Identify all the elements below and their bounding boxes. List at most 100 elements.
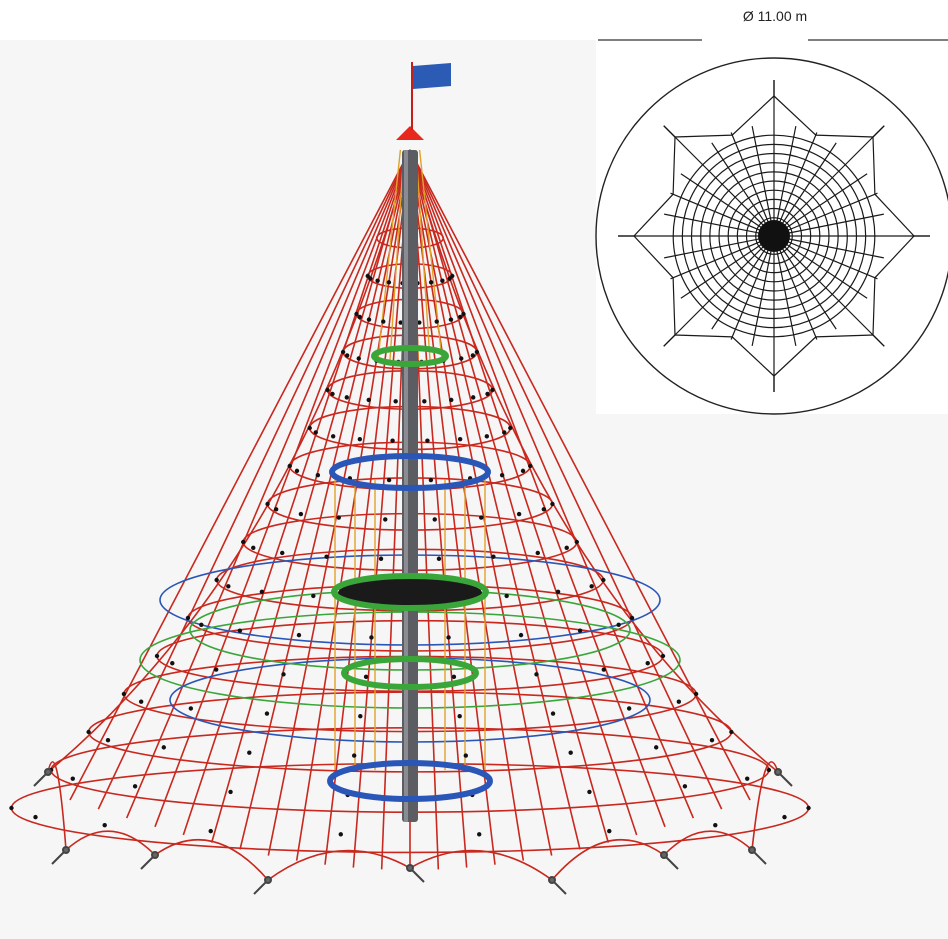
base-scallop-rope [409, 849, 553, 881]
knot [535, 550, 540, 556]
knot [325, 387, 330, 393]
knot [463, 753, 469, 758]
plan-radial [773, 142, 837, 237]
plan-radial [773, 173, 868, 237]
base-scallop-rope [267, 849, 411, 881]
ground-anchors [33, 768, 793, 895]
knot [534, 672, 539, 677]
knot [398, 320, 403, 325]
knot [280, 550, 285, 556]
radial-rope [182, 149, 411, 836]
knot [241, 539, 246, 545]
plan-radial [751, 126, 775, 237]
knot [448, 317, 454, 322]
knot [251, 545, 256, 551]
knot [281, 672, 286, 677]
knot [208, 828, 213, 834]
plan-radial [674, 136, 775, 237]
knot [226, 584, 231, 589]
knot [458, 314, 463, 320]
knot [366, 317, 372, 322]
plan-radial [773, 235, 797, 346]
base-scallop-rope [663, 830, 753, 856]
plan-anchor-tick [872, 125, 885, 138]
knot [577, 628, 583, 633]
ground-anchor-icon [33, 768, 52, 787]
knot [357, 436, 363, 442]
knot [806, 805, 811, 811]
knot [432, 517, 437, 522]
knot [199, 622, 204, 627]
plan-radial [670, 235, 775, 280]
knot [324, 554, 329, 559]
knot [485, 391, 490, 397]
knot [541, 507, 547, 512]
knot [574, 539, 579, 545]
knot [461, 311, 466, 317]
knot [470, 395, 476, 400]
knot [356, 356, 361, 361]
plan-radial [674, 235, 775, 336]
knot [713, 822, 718, 828]
base-scallop-rope [154, 839, 269, 881]
knot [499, 472, 505, 478]
knot [709, 737, 715, 743]
radial-rope [409, 149, 468, 868]
plan-outer-circle [595, 57, 948, 415]
ground-anchor-icon [660, 851, 679, 870]
plan-radial [730, 132, 775, 237]
knot [440, 278, 445, 283]
knot [470, 353, 476, 358]
knot [294, 468, 300, 474]
knot [273, 507, 279, 512]
knot [729, 729, 734, 735]
knot [457, 714, 462, 719]
radial-rope [409, 149, 581, 850]
plan-radial [773, 235, 874, 336]
knot [336, 515, 341, 520]
knot [390, 438, 395, 443]
knot [154, 653, 160, 659]
knot [490, 387, 495, 393]
knot [601, 577, 606, 583]
right-edge-rope [409, 149, 779, 773]
knot [383, 517, 388, 522]
radial-rope [409, 149, 638, 836]
radial-rope [239, 149, 411, 850]
knot [363, 674, 369, 680]
knot [386, 477, 392, 483]
plan-radial [730, 235, 775, 340]
plan-radial [773, 192, 878, 237]
knot [459, 356, 464, 361]
knot [265, 501, 270, 507]
knot [9, 805, 14, 811]
knot [446, 635, 451, 640]
knot [477, 832, 482, 837]
knot [296, 632, 302, 638]
climbing-ring [327, 760, 493, 802]
knot [161, 745, 167, 750]
upper-yellow-rope [377, 149, 402, 361]
knot [428, 477, 434, 483]
plan-radial [773, 235, 868, 299]
plan-radial [773, 132, 818, 237]
knot [528, 463, 533, 469]
plan-radial [773, 126, 797, 237]
knot [550, 501, 555, 507]
upper-yellow-rope [415, 149, 431, 361]
knot [518, 632, 524, 638]
radial-rope [295, 149, 411, 861]
platform-opening [338, 578, 482, 608]
knot [434, 319, 439, 324]
plan-radial [680, 173, 775, 237]
knot [629, 615, 635, 621]
knot [185, 615, 191, 621]
knot [745, 776, 750, 781]
knot [264, 711, 270, 716]
knot [132, 784, 138, 789]
radial-rope [409, 149, 553, 856]
knot [344, 353, 350, 358]
plan-radial [773, 136, 874, 237]
